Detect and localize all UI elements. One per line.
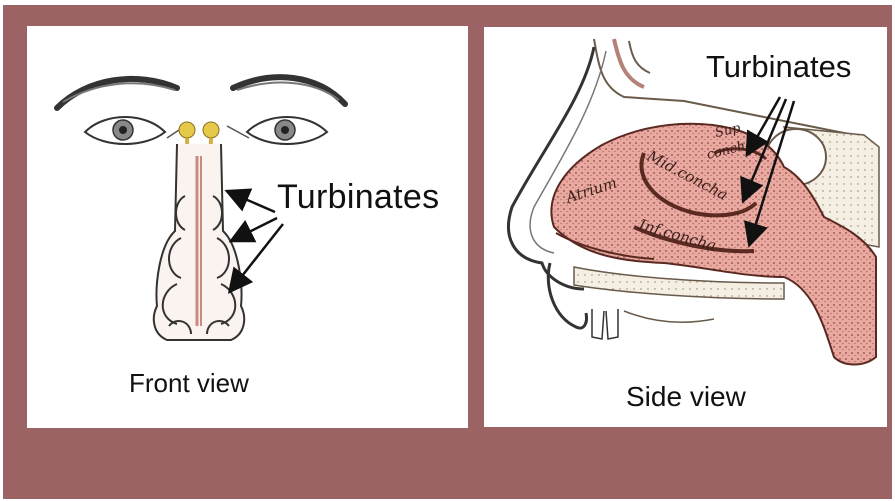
slide-background: Turbinates Front view: [3, 5, 892, 499]
right-sinus: [203, 122, 219, 138]
left-sinus: [179, 122, 195, 138]
nose-outline: [154, 144, 244, 340]
front-turbinates-label: Turbinates: [277, 178, 439, 217]
arrow-lower-turbinate: [231, 224, 283, 290]
front-view-caption: Front view: [129, 368, 249, 399]
side-turbinates-label: Turbinates: [706, 49, 851, 85]
arrow-upper-turbinate: [229, 192, 275, 212]
side-view-panel: Sup concha Mid.concha Atrium Inf.concha …: [484, 27, 887, 427]
arrow-middle-turbinate: [233, 218, 277, 240]
right-eye: [247, 117, 327, 144]
front-view-panel: Turbinates Front view: [27, 26, 468, 428]
left-eye: [85, 117, 165, 144]
side-view-caption: Side view: [626, 381, 746, 413]
side-view-illustration: Sup concha Mid.concha Atrium Inf.concha: [484, 27, 887, 427]
teeth: [592, 309, 618, 339]
right-eyebrow: [233, 77, 345, 104]
